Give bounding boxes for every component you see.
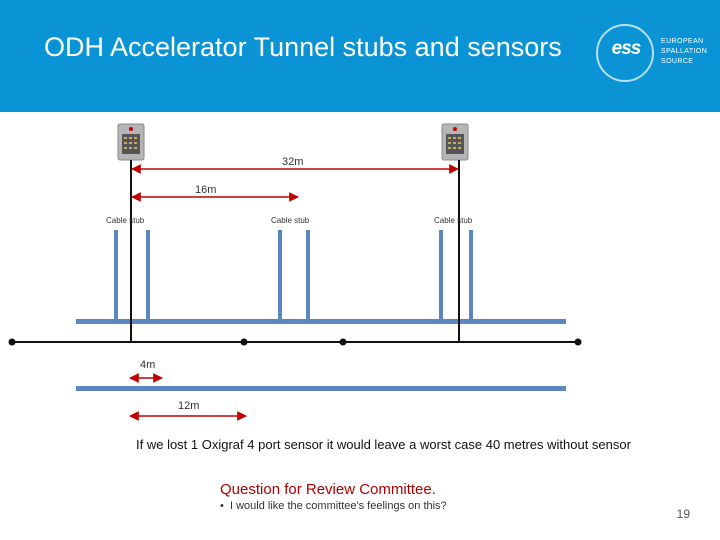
stub-pipe <box>439 230 443 322</box>
stub-pipe <box>306 230 310 322</box>
cable-stub-label: Cable stub <box>271 216 310 225</box>
bullet-icon: • <box>220 500 230 512</box>
logo-line: SPALLATION <box>661 48 708 55</box>
sensor-port <box>240 338 248 346</box>
cable-stub-label: Cable stub <box>434 216 473 225</box>
stub-pipe <box>469 230 473 322</box>
tunnel-pipe-lower <box>76 386 566 391</box>
page-number: 19 <box>676 507 690 521</box>
slide-title: ODH Accelerator Tunnel stubs and sensors <box>44 32 562 62</box>
sensor-loss-note: If we lost 1 Oxigraf 4 port sensor it wo… <box>136 437 631 452</box>
sensor-unit-right <box>441 123 469 161</box>
logo-text: EUROPEAN SPALLATION SOURCE <box>661 37 719 67</box>
distance-label-12m: 12m <box>178 400 200 412</box>
sensor-ports <box>8 338 582 346</box>
sensor-port <box>574 338 582 346</box>
logo-line: EUROPEAN <box>661 38 704 45</box>
question-bullet: • I would like the committee's feelings … <box>220 500 447 512</box>
distance-label-32m: 32m <box>282 156 304 168</box>
bullet-text: I would like the committee's feelings on… <box>229 500 447 512</box>
distance-label-4m: 4m <box>140 359 156 371</box>
distance-label-16m: 16m <box>195 184 217 196</box>
sensor-port <box>8 338 16 346</box>
logo-line: SOURCE <box>661 58 694 65</box>
cable-stub-label: Cable stub <box>106 216 145 225</box>
tunnel-pipe-upper <box>76 319 566 324</box>
sensor-port <box>339 338 347 346</box>
logo-ring-icon <box>596 24 654 82</box>
sensor-unit-left <box>117 123 145 161</box>
logo-mark: ess <box>611 38 642 59</box>
cable-stub-pipes <box>114 230 473 322</box>
stub-pipe <box>146 230 150 322</box>
stub-pipe <box>278 230 282 322</box>
question-heading: Question for Review Committee. <box>220 481 436 498</box>
stub-pipe <box>114 230 118 322</box>
